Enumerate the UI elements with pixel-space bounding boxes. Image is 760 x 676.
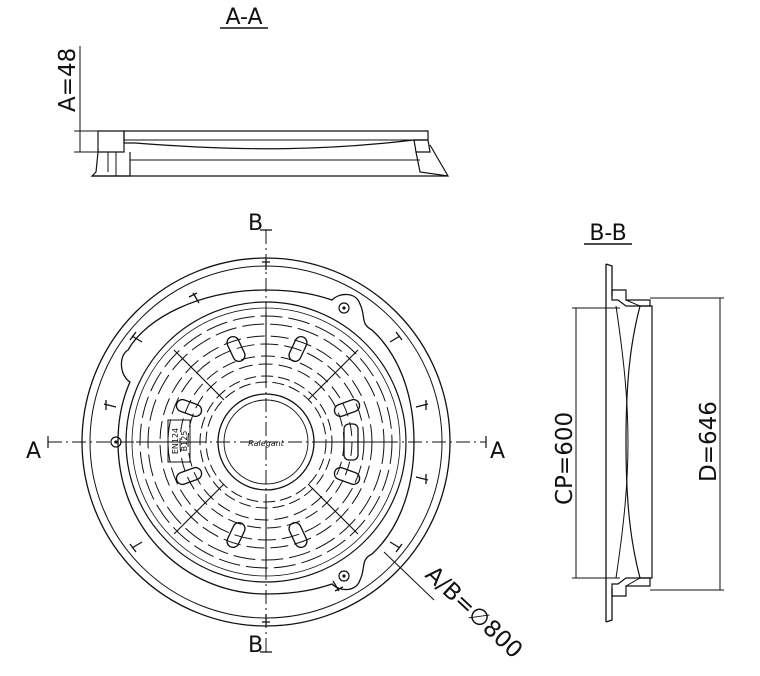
- section-b-b: B-B CP=600 D=646: [552, 221, 724, 623]
- plan-view: A A B B: [26, 211, 527, 664]
- height-dimension-label: A=48: [55, 48, 81, 112]
- frame-lugs: [103, 258, 429, 626]
- axis-label-a-right: A: [490, 439, 505, 464]
- cover-rim: [125, 301, 407, 583]
- section-a-a-title: A-A: [225, 5, 262, 30]
- norm-engraving: EN124 B125: [167, 419, 191, 463]
- d-dimension: D=646: [650, 297, 724, 591]
- section-a-a: A-A A=48: [55, 5, 450, 177]
- section-b-b-profile: [605, 263, 653, 623]
- axis-label-a-left: A: [26, 439, 41, 464]
- radial-ribs: [136, 312, 396, 572]
- lifting-slots: [175, 336, 361, 548]
- norm-line-2: B125: [180, 431, 189, 452]
- cp-dimension-label: CP=600: [552, 412, 578, 505]
- height-dimension: A=48: [55, 46, 104, 153]
- central-medallion-inner: [223, 399, 309, 485]
- section-b-b-title: B-B: [589, 221, 626, 246]
- diameter-dimension: A/B=∅800: [383, 551, 527, 664]
- section-a-a-profile: [90, 130, 450, 177]
- diameter-label: A/B=∅800: [420, 561, 527, 664]
- cover-outline: [117, 289, 415, 595]
- cover-brand-text: Ralegant: [248, 439, 285, 448]
- axis-label-b-bottom: B: [248, 633, 263, 658]
- axis-label-b-top: B: [248, 211, 263, 236]
- central-medallion: [217, 393, 315, 491]
- d-dimension-label: D=646: [696, 401, 722, 482]
- cp-dimension: CP=600: [552, 307, 620, 579]
- cover-rim-inner: [131, 307, 401, 577]
- norm-line-1: EN124: [171, 428, 180, 454]
- hinge-bolts: [110, 302, 350, 582]
